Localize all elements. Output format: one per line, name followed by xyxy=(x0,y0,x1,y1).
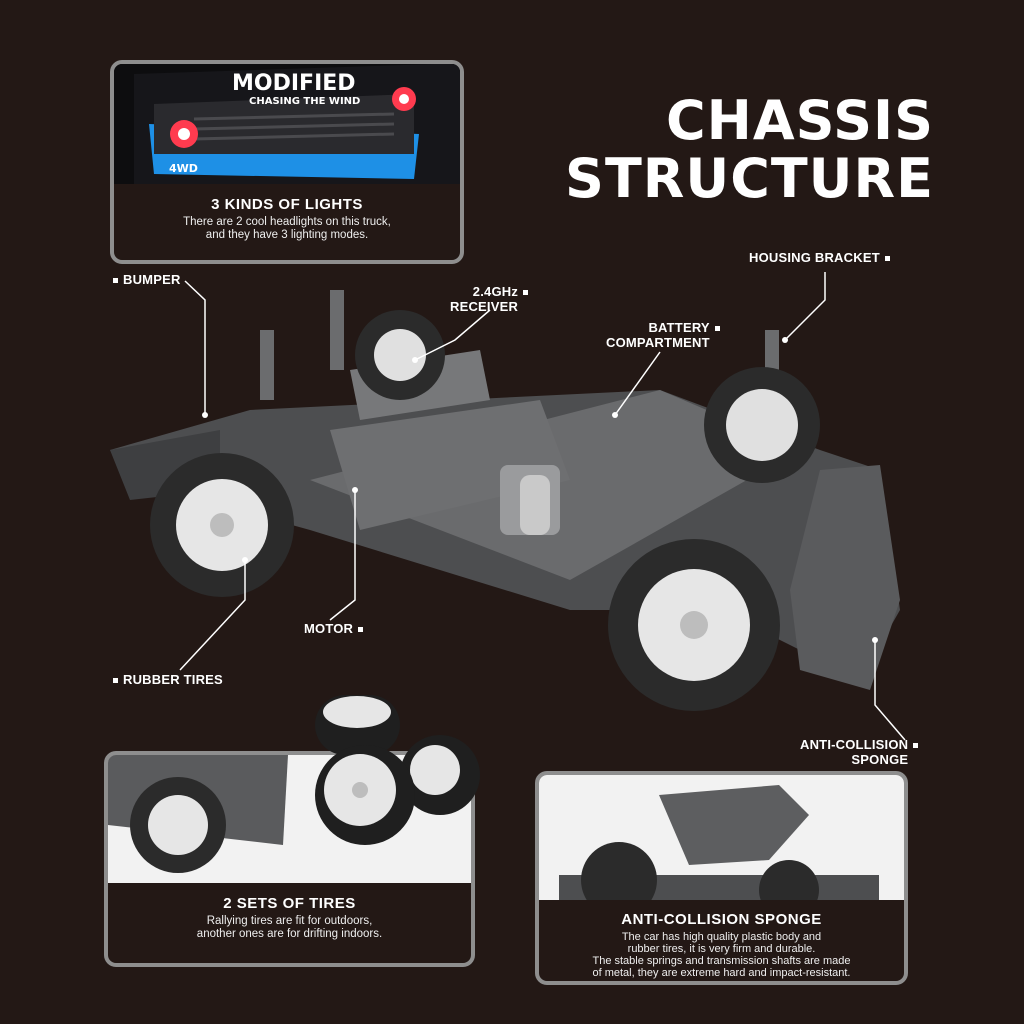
tires-desc-line-1: Rallying tires are fit for outdoors, xyxy=(206,915,373,927)
title-line-1: CHASSIS xyxy=(666,89,934,152)
bullet-icon xyxy=(714,326,720,332)
bullet-icon xyxy=(113,678,118,684)
page-title: CHASSIS STRUCTURE xyxy=(565,92,934,208)
rally-tire-icon xyxy=(130,777,226,873)
label-rubber-text: RUBBER TIRES xyxy=(123,672,223,687)
drift-tire-stack xyxy=(315,695,480,845)
label-receiver: 2.4GHz RECEIVER xyxy=(450,284,533,314)
label-motor: MOTOR xyxy=(304,621,368,636)
truck-decal-modified: MODIFIED xyxy=(232,71,356,96)
rear-left-tire xyxy=(150,453,294,597)
truck-decal-4wd: 4WD xyxy=(169,162,198,175)
drift-tire-front-icon xyxy=(315,745,415,845)
sponge-tire-right-icon xyxy=(759,860,819,900)
label-motor-text: MOTOR xyxy=(304,621,354,636)
lights-desc-line-1: There are 2 cool headlights on this truc… xyxy=(183,216,391,228)
tires-card-desc: Rallying tires are fit for outdoors, ano… xyxy=(108,915,471,941)
drift-tire-right-icon xyxy=(400,735,480,815)
label-receiver-line-1: 2.4GHz xyxy=(472,284,519,299)
label-anti-line-2: SPONGE xyxy=(851,752,909,767)
label-bumper-text: BUMPER xyxy=(123,272,181,287)
bullet-icon xyxy=(113,278,118,284)
label-anti-collision: ANTI-COLLISION SPONGE xyxy=(800,737,919,767)
bullet-icon xyxy=(358,627,364,633)
tires-card-heading: 2 SETS OF TIRES xyxy=(223,895,356,912)
sponge-card-desc: The car has high quality plastic body an… xyxy=(539,931,904,979)
label-rubber-tires: RUBBER TIRES xyxy=(108,672,223,687)
title-line-2: STRUCTURE xyxy=(565,147,934,210)
chassis-illustration xyxy=(110,290,900,711)
drift-tire-top-icon xyxy=(315,695,400,755)
tires-desc-line-2: another ones are for drifting indoors. xyxy=(196,928,383,940)
truck-front-image: MODIFIED CHASING THE WIND 4WD xyxy=(114,64,460,184)
lights-desc-line-2: and they have 3 lighting modes. xyxy=(205,229,369,241)
sponge-image xyxy=(539,775,904,900)
label-battery-line-1: BATTERY xyxy=(648,320,710,335)
sponge-tire-left-icon xyxy=(581,842,657,900)
label-receiver-line-2: RECEIVER xyxy=(450,299,519,314)
sponge-desc-line-3: The stable springs and transmission shaf… xyxy=(592,955,851,967)
motor-icon xyxy=(520,475,550,535)
sponge-card-heading: ANTI-COLLISION SPONGE xyxy=(621,911,822,928)
front-left-tire xyxy=(608,539,780,711)
lights-card-heading: 3 KINDS OF LIGHTS xyxy=(211,196,363,213)
front-right-tire xyxy=(704,367,820,483)
label-housing-text: HOUSING BRACKET xyxy=(749,250,880,265)
sponge-desc-line-2: rubber tires, it is very firm and durabl… xyxy=(627,943,816,955)
label-anti-line-1: ANTI-COLLISION xyxy=(800,737,909,752)
label-battery-line-2: COMPARTMENT xyxy=(606,335,710,350)
sponge-desc-line-4: of metal, they are extreme hard and impa… xyxy=(592,967,851,979)
rear-right-tire xyxy=(355,310,445,400)
label-battery: BATTERY COMPARTMENT xyxy=(606,320,725,350)
lights-card-desc: There are 2 cool headlights on this truc… xyxy=(114,216,460,242)
sponge-desc-line-1: The car has high quality plastic body an… xyxy=(621,931,822,943)
bullet-icon xyxy=(913,743,919,749)
sponge-card: ANTI-COLLISION SPONGE The car has high q… xyxy=(535,771,908,985)
label-bumper: BUMPER xyxy=(108,272,181,287)
label-housing-bracket: HOUSING BRACKET xyxy=(749,250,895,265)
lights-card: MODIFIED CHASING THE WIND 4WD 3 KINDS OF… xyxy=(110,60,464,264)
bullet-icon xyxy=(523,290,529,296)
bullet-icon xyxy=(884,256,890,262)
truck-decal-slogan: CHASING THE WIND xyxy=(249,96,360,107)
